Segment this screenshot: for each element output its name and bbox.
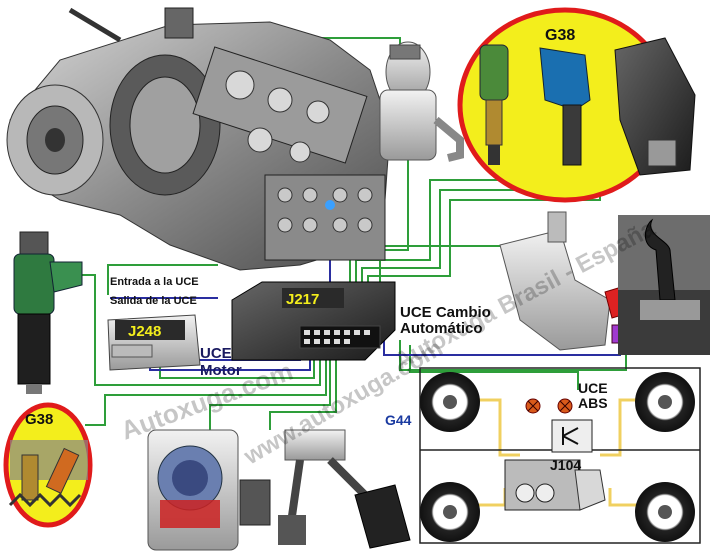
pressure-valve <box>379 41 464 162</box>
uce-abs-line1: UCE <box>578 380 608 396</box>
wire-abs-j217 <box>409 345 579 390</box>
uce-cambio-line1: UCE Cambio <box>400 304 491 321</box>
speed-sensor-a <box>479 44 509 165</box>
j217-label-bg <box>282 288 344 308</box>
legend-output-label: Salida de la UCE <box>110 295 197 307</box>
wheel-front-left <box>420 372 480 432</box>
wire-pedal <box>269 360 337 430</box>
j217-transmission-ecu: J217 UCE Cambio Automático <box>231 281 491 361</box>
g38-bottom-callout: G38 <box>3 402 93 528</box>
solenoid-point <box>325 200 335 210</box>
g38-bottom-label: G38 <box>25 411 53 428</box>
wire-g38-bottom <box>85 360 327 426</box>
j217-label: J217 <box>286 291 319 308</box>
j248-label: J248 <box>128 323 161 340</box>
g38-top-label: G38 <box>545 27 575 44</box>
j104-label: J104 <box>550 457 581 473</box>
automatic-transmission <box>6 7 391 271</box>
wheel-rear-left <box>420 482 480 542</box>
wire-throttle <box>209 360 331 430</box>
abs-system: UCE ABS J104 G44 <box>385 372 695 542</box>
g44-label: G44 <box>385 412 412 428</box>
uce-motor-line1: UCE <box>200 345 232 362</box>
wheel-rear-right <box>635 482 695 542</box>
gear-lever-photo <box>618 215 710 355</box>
wheel-front-right <box>635 372 695 432</box>
uce-abs-line2: ABS <box>578 395 608 411</box>
speed-sensor-b <box>539 47 591 166</box>
wire-legend-in <box>107 264 218 295</box>
abs-ecu-box <box>551 419 593 453</box>
valve-body <box>264 174 386 261</box>
wire-injector-j217 <box>82 274 321 386</box>
speed-sensor-c <box>614 37 696 176</box>
j248-label-bg <box>115 320 185 340</box>
pedal-assembly <box>278 429 411 549</box>
throttle-body <box>147 429 271 551</box>
g38-top-callout: G38 <box>457 7 696 203</box>
uce-cambio-line2: Automático <box>400 320 483 337</box>
legend: Entrada a la UCE Salida de la UCE <box>110 276 199 307</box>
wire-wheel-fr <box>600 398 650 457</box>
uce-motor-line2: Motor <box>200 362 242 379</box>
transmission-connector <box>164 7 194 39</box>
fuel-injector <box>13 231 83 394</box>
warning-lamps <box>525 398 573 414</box>
wire-wheel-fl <box>470 398 520 457</box>
legend-input-label: Entrada a la UCE <box>110 276 199 288</box>
j248-engine-ecu: J248 UCE Motor <box>107 314 242 379</box>
